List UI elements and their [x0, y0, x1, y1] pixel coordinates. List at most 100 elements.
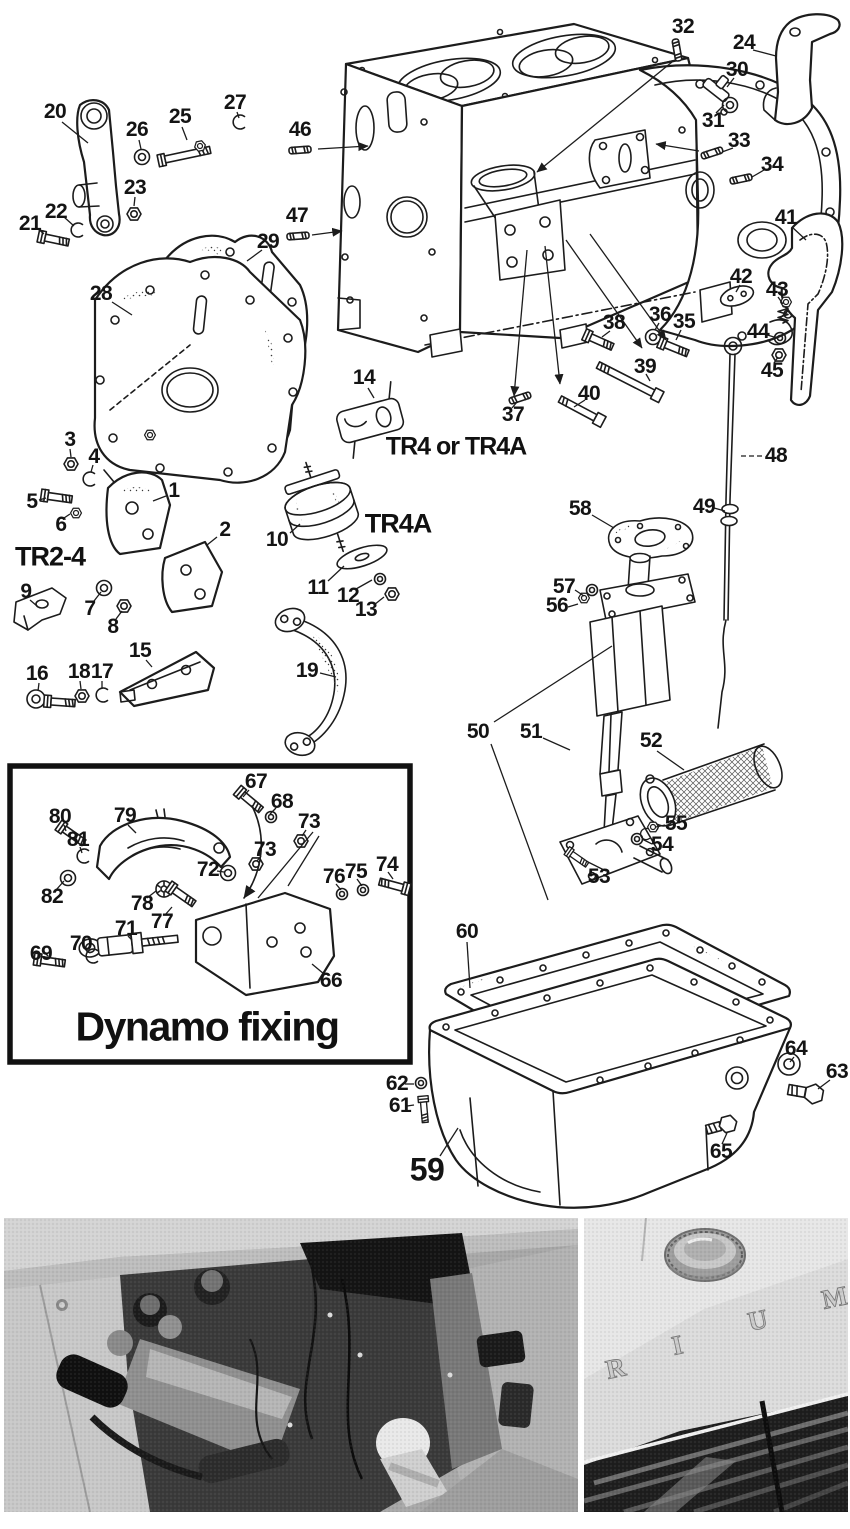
part-number-label: 65: [709, 1140, 733, 1163]
part-number-label: 61: [388, 1094, 412, 1117]
part-number-label: 41: [774, 206, 798, 229]
adjuster-71: [78, 931, 179, 958]
part-number-label: 25: [168, 105, 192, 128]
section-label-tr4-or-tr4a: TR4 or TR4A: [385, 432, 527, 461]
part-number-label: 56: [545, 594, 569, 617]
part-number-label: 72: [196, 858, 220, 881]
bracket-9: [13, 587, 67, 631]
part-number-label: 20: [43, 100, 67, 123]
part-number-label: 68: [270, 790, 294, 813]
part-number-label: 37: [501, 403, 525, 426]
part-number-label: 8: [107, 615, 119, 638]
part-number-label: 33: [727, 129, 751, 152]
part-number-label: 22: [44, 200, 68, 223]
part-number-label: 39: [633, 355, 657, 378]
fitting-30-31: [702, 74, 739, 114]
part-number-label: 17: [90, 660, 114, 683]
part-number-label: 66: [319, 969, 343, 992]
part-number-label: 11: [307, 576, 329, 599]
plug-65: [704, 1114, 738, 1135]
part-number-label: 5: [26, 490, 38, 513]
part-number-label: 51: [519, 720, 543, 743]
part-number-label: 47: [285, 204, 309, 227]
part-number-label: 49: [692, 495, 716, 518]
oil-pan-drawing: [428, 923, 792, 1209]
part-number-label: 34: [760, 153, 784, 176]
mount-14: [336, 381, 405, 459]
part-number-label: 52: [639, 729, 663, 752]
strainer-52: [639, 743, 783, 832]
part-number-label: 81: [66, 828, 90, 851]
part-number-label: 79: [113, 804, 137, 827]
part-number-label: 64: [784, 1037, 808, 1060]
part-number-label: 7: [84, 597, 96, 620]
leader-lines: [29, 49, 831, 1157]
part-number-label: 27: [223, 91, 247, 114]
drain-bolt-63: [786, 1083, 825, 1105]
part-number-label: 35: [672, 310, 696, 333]
section-label-dynamo-fixing: Dynamo fixing: [75, 1003, 340, 1050]
part-number-label: 43: [765, 278, 789, 301]
part-number-label: 73: [297, 810, 321, 833]
part-number-label: 53: [587, 865, 611, 888]
part-number-label: 60: [455, 920, 479, 943]
part-number-label: 40: [577, 382, 601, 405]
part-number-label: 74: [375, 853, 399, 876]
part-number-label: 14: [352, 366, 376, 389]
backplate-28-drawing: [93, 255, 307, 484]
bolt-39: [595, 361, 665, 404]
part-number-label: 6: [55, 513, 67, 536]
part-number-label: 21: [18, 212, 42, 235]
photo-strip: R I U M: [4, 1218, 848, 1512]
part-number-label: 26: [125, 118, 149, 141]
part-number-label: 42: [729, 265, 753, 288]
section-label-tr4a: TR4A: [364, 508, 433, 539]
part-number-label: 58: [568, 497, 592, 520]
part-number-label: 12: [336, 584, 360, 607]
part-number-label: 69: [29, 942, 53, 965]
section-label-tr2-4: TR2-4: [14, 541, 86, 572]
part-number-label: 29: [256, 230, 280, 253]
part-number-label: 70: [69, 932, 93, 955]
dipstick-drawing: [717, 336, 743, 729]
parts-diagram: [7, 13, 844, 1209]
part-number-label: 80: [48, 805, 72, 828]
bracket-24-drawing: [762, 13, 841, 126]
part-number-label: 2: [219, 518, 231, 541]
part-number-label: 16: [25, 662, 49, 685]
part-number-label: 32: [671, 15, 695, 38]
bracket-15: [118, 650, 216, 708]
part-number-label: 55: [664, 812, 688, 835]
part-number-label: 10: [265, 528, 289, 551]
part-number-label: 76: [322, 865, 346, 888]
part-number-label: 77: [150, 910, 174, 933]
part-number-label: 67: [244, 770, 268, 793]
part-number-label: 46: [288, 118, 312, 141]
part-number-label: 4: [88, 445, 100, 468]
part-number-label: 63: [825, 1060, 849, 1083]
engine-bay-photo: [4, 1218, 578, 1512]
dynamo-fixing-parts: [32, 784, 412, 997]
part-number-label: 9: [20, 580, 32, 603]
part-number-label: 15: [128, 639, 152, 662]
bracket-66: [194, 891, 336, 997]
part-number-label: 73: [253, 838, 277, 861]
part-number-label: 13: [354, 598, 378, 621]
mount-10: [284, 461, 360, 553]
part-number-label: 36: [648, 303, 672, 326]
part-number-label: 57: [552, 575, 576, 598]
part-number-label: 50: [466, 720, 490, 743]
mount-plate-2: [161, 540, 224, 614]
part-number-label: 54: [650, 833, 674, 856]
part-number-label: 24: [732, 31, 756, 54]
mount-plate-1: [103, 469, 172, 556]
part-number-label: 1: [168, 479, 180, 502]
dynamo-box-border: [7, 763, 413, 1065]
part-number-label: 19: [295, 659, 319, 682]
part-number-label: 45: [760, 359, 784, 382]
part-number-label: 30: [725, 58, 749, 81]
part-number-label: 44: [746, 320, 770, 343]
part-number-label: 59: [409, 1151, 445, 1188]
part-number-label: 62: [385, 1072, 409, 1095]
